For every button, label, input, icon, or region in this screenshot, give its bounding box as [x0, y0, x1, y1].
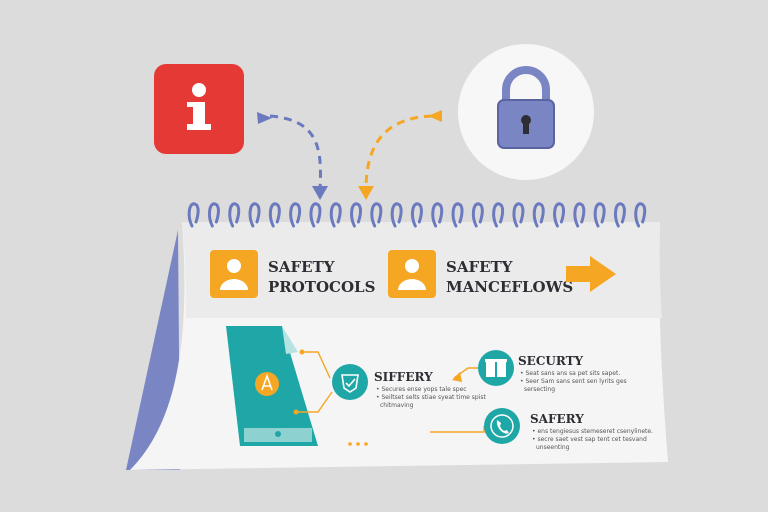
spiral-ring: [471, 202, 484, 228]
node-1-line3: chitmaving: [380, 402, 414, 409]
spiral-ring: [309, 202, 322, 228]
node-3-line2: • secre saet vest sap tent cet tesvand: [532, 436, 647, 443]
arrowhead-down-orange: [358, 186, 374, 200]
notebook-back-cover: [126, 230, 180, 470]
shield-icon: [341, 374, 359, 393]
info-icon: [187, 83, 211, 130]
lock-card: [458, 44, 594, 180]
node-1-line2: • Seiltset selts stiae syeat time spist: [376, 394, 486, 401]
node-1-title: SIFFERY: [374, 370, 433, 384]
warning-icon: [261, 373, 273, 391]
node-2-line2: • Seer Sam sans sent sen lyrits ges: [520, 378, 627, 385]
node-circle-3: [484, 408, 520, 444]
padlock-icon: [497, 66, 555, 149]
spiral-ring: [268, 202, 281, 228]
node-2-line1: • Seat sans ans sa pet sits sapet.: [520, 370, 620, 377]
node-3-line1: • ens tengiesus stemeseret csenylinete.: [532, 428, 653, 435]
spiral-ring: [451, 202, 464, 228]
node-circle-2: [478, 350, 514, 386]
spiral-ring: [289, 202, 302, 228]
info-card: [154, 64, 244, 154]
spiral-ring: [613, 202, 626, 228]
node-circle-1: [332, 364, 368, 400]
arrow-right-icon: [566, 256, 616, 292]
node-3-line3: unseenting: [536, 444, 570, 451]
user-icon: [398, 259, 426, 290]
node-2-line3: sersecting: [524, 386, 555, 393]
spiral-ring: [512, 202, 525, 228]
phone-illustration: [226, 326, 318, 446]
phone-home-button: [275, 431, 281, 437]
header-item-2-line2: MANCEFLOWS: [446, 278, 573, 296]
connector-orange: [358, 110, 442, 200]
spiral-ring: [492, 202, 505, 228]
spiral-ring: [248, 202, 261, 228]
arrowhead-right: [428, 110, 442, 122]
spiral-binding: [187, 202, 647, 228]
spiral-ring: [390, 202, 403, 228]
spiral-ring: [329, 202, 342, 228]
header-item-1-line1: SAFETY: [268, 258, 335, 276]
user-icon-box-2: [388, 250, 436, 298]
spiral-ring: [187, 202, 200, 228]
spiral-ring: [532, 202, 545, 228]
user-icon: [220, 259, 248, 290]
spiral-ring: [431, 202, 444, 228]
spiral-ring: [593, 202, 606, 228]
spiral-ring: [228, 202, 241, 228]
header-item-2: SAFETY MANCEFLOWS: [388, 250, 573, 298]
dotted-lead: [348, 442, 368, 446]
node-securty: SECURTY • Seat sans ans sa pet sits sape…: [478, 350, 627, 393]
phone-icon: [490, 414, 514, 438]
phone-badge: [255, 372, 279, 396]
spiral-ring: [207, 202, 220, 228]
connector-blue: [257, 112, 328, 200]
arrowhead-down-blue: [312, 186, 328, 200]
header-item-1-line2: PROTOCOLS: [268, 278, 375, 296]
arrowhead-left: [257, 112, 272, 124]
spiral-ring: [573, 202, 586, 228]
node-siffery: SIFFERY • Secures ense yops tale spec • …: [332, 364, 486, 409]
header-item-2-line1: SAFETY: [446, 258, 513, 276]
header-item-1: SAFETY PROTOCOLS: [210, 250, 375, 298]
spiral-ring: [370, 202, 383, 228]
gift-icon: [485, 359, 507, 377]
spiral-ring: [553, 202, 566, 228]
spiral-ring: [634, 202, 647, 228]
node-1-line1: • Secures ense yops tale spec: [376, 386, 467, 393]
spiral-ring: [410, 202, 423, 228]
node-safery: SAFERY • ens tengiesus stemeseret csenyl…: [484, 408, 653, 451]
spiral-ring: [350, 202, 363, 228]
node-2-title: SECURTY: [518, 354, 584, 368]
node-3-title: SAFERY: [530, 412, 584, 426]
user-icon-box-1: [210, 250, 258, 298]
